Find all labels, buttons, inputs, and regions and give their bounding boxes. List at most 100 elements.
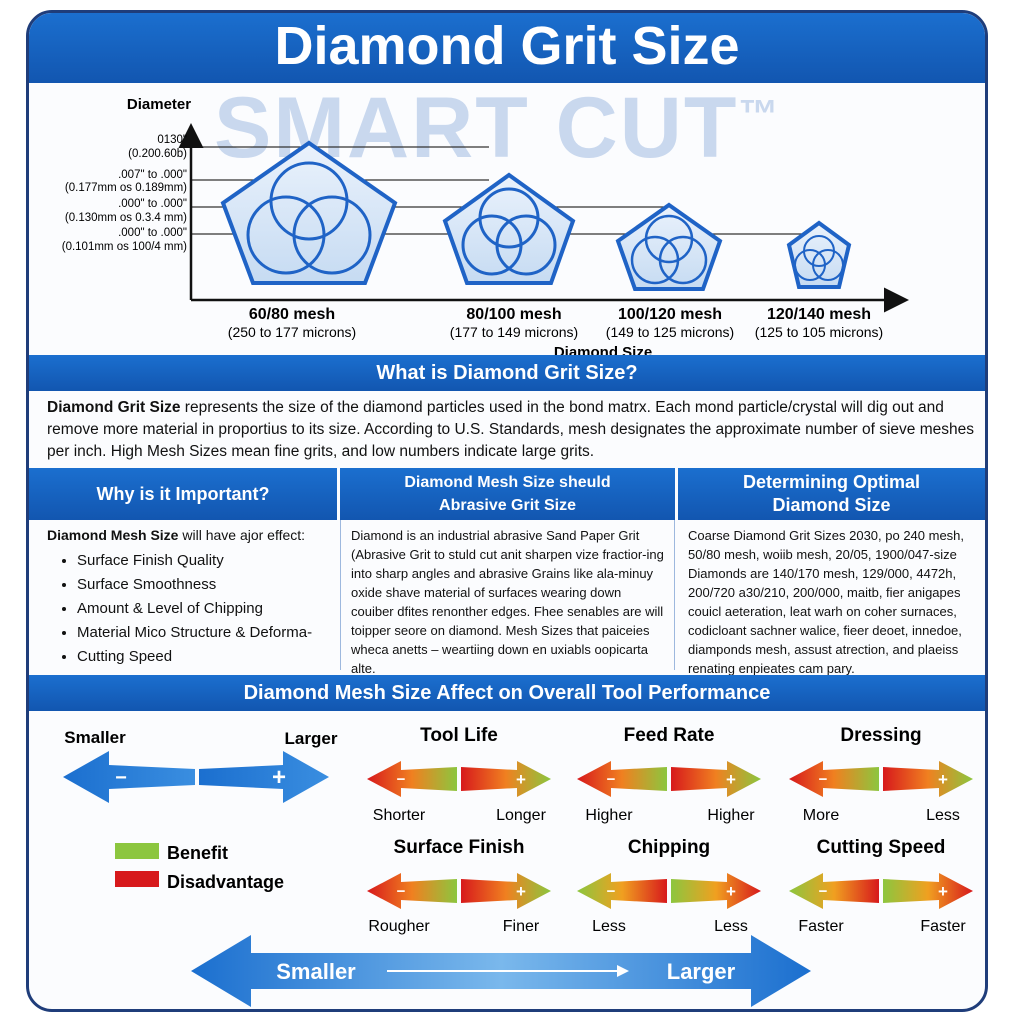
- x-label: 60/80 mesh: [249, 306, 335, 323]
- disadvantage-swatch: [115, 871, 159, 887]
- mesh-body: Diamond is an industrial abrasive Sand P…: [340, 520, 675, 676]
- crystal-60-80: [220, 140, 398, 285]
- metric-title: Surface Finish: [394, 837, 525, 858]
- metric-left-label: Higher: [585, 807, 633, 824]
- crystal-100-120: [615, 202, 723, 291]
- disadvantage-label: Disadvantage: [167, 872, 284, 892]
- y-label: (0.130mm os 0.3.4 mm): [65, 212, 187, 224]
- metric-left-arrow: [367, 761, 457, 797]
- y-label: (0.200.60b): [128, 148, 187, 160]
- metric-right-arrow: [671, 761, 761, 797]
- metric-minus: −: [607, 771, 616, 788]
- metric-left-label: Faster: [798, 918, 844, 935]
- metric-tool-life: Tool Life − + Shorter Longer: [367, 725, 551, 824]
- minus-sign: −: [115, 767, 127, 789]
- metric-grid: Tool Life − + Shorter Longer Feed Rate − + Highe…: [367, 725, 973, 935]
- benefit-label: Benefit: [167, 843, 228, 863]
- metric-dressing: Dressing − + More Less: [789, 725, 973, 824]
- metric-right-label: Faster: [920, 918, 966, 935]
- y-label: .000" to .000": [118, 198, 187, 210]
- list-item: Amount & Level of Chipping: [77, 597, 329, 621]
- metric-cutting-speed: Cutting Speed − + Faster Faster: [789, 837, 973, 935]
- metric-right-label: Less: [926, 807, 960, 824]
- smaller-arrow: [63, 751, 195, 803]
- metric-title: Feed Rate: [624, 725, 715, 746]
- metric-left-label: Shorter: [373, 807, 426, 824]
- larger-label: Larger: [285, 729, 338, 748]
- metric-right-arrow: [461, 761, 551, 797]
- metric-left-label: More: [803, 807, 840, 824]
- metric-minus: −: [397, 771, 406, 788]
- metric-right-arrow: [883, 873, 973, 909]
- what-description: Diamond Grit Size represents the size of…: [47, 399, 974, 460]
- page-title: Diamond Grit Size: [29, 13, 985, 83]
- metric-right-arrow: [461, 873, 551, 909]
- smaller-label: Smaller: [64, 728, 126, 747]
- metric-plus: +: [516, 770, 526, 789]
- metric-chipping: Chipping − + Less Less: [577, 837, 761, 935]
- bottom-smaller-label: Smaller: [276, 959, 356, 984]
- metric-right-label: Longer: [496, 807, 546, 824]
- y-label: 0130": [157, 134, 187, 146]
- x-axis-labels: 60/80 mesh (250 to 177 microns) 80/100 m…: [228, 306, 883, 361]
- performance-heading: Diamond Mesh Size Affect on Overall Tool…: [29, 675, 985, 711]
- optimal-heading: Determining Optimal Diamond Size: [678, 468, 985, 520]
- metric-title: Cutting Speed: [817, 837, 946, 858]
- metric-minus: −: [397, 883, 406, 900]
- metric-minus: −: [819, 883, 828, 900]
- crystal-80-100: [442, 172, 576, 285]
- size-arrows: Smaller Larger − +: [63, 728, 338, 803]
- why-list: Surface Finish Quality Surface Smoothnes…: [47, 549, 329, 669]
- x-label: 120/140 mesh: [767, 306, 871, 323]
- metric-right-arrow: [883, 761, 973, 797]
- metric-left-arrow: [577, 873, 667, 909]
- metric-left-label: Rougher: [368, 918, 430, 935]
- y-axis-labels: 0130" (0.200.60b) .007" to .000" (0.177m…: [62, 134, 187, 253]
- crystal-120-140: [786, 220, 852, 289]
- bottom-inner-arrowhead: [617, 965, 629, 977]
- metric-right-label: Higher: [707, 807, 755, 824]
- mesh-heading: Diamond Mesh Size sheuld Abrasive Grit S…: [340, 468, 675, 520]
- bottom-larger-label: Larger: [667, 959, 736, 984]
- y-label: .000" to .000": [118, 227, 187, 239]
- metric-title: Chipping: [628, 837, 710, 858]
- metric-title: Dressing: [840, 725, 921, 746]
- metric-minus: −: [819, 771, 828, 788]
- list-item: Surface Finish Quality: [77, 549, 329, 573]
- metric-left-label: Less: [592, 918, 626, 935]
- metric-minus: −: [607, 883, 616, 900]
- metric-plus: +: [938, 770, 948, 789]
- what-heading: What is Diamond Grit Size?: [29, 355, 985, 391]
- x-label: 80/100 mesh: [466, 306, 561, 323]
- why-heading: Why is it Important?: [29, 468, 337, 520]
- x-label: (149 to 125 microns): [606, 324, 734, 340]
- diameter-chart: Diameter 0130" (0.200.60b) .007" to .000…: [62, 96, 909, 361]
- y-label: (0.101mm os 100/4 mm): [62, 241, 187, 253]
- why-lead: Diamond Mesh Size will have ajor effect:: [47, 527, 306, 543]
- y-axis-title: Diameter: [127, 96, 191, 113]
- metric-plus: +: [516, 882, 526, 901]
- metric-right-label: Finer: [503, 918, 540, 935]
- metric-left-arrow: [789, 761, 879, 797]
- why-body: Diamond Mesh Size will have ajor effect:…: [37, 520, 339, 670]
- x-label: 100/120 mesh: [618, 306, 722, 323]
- list-item: Material Mico Structure & Deforma-: [77, 621, 329, 645]
- bottom-arrow: Smaller Larger: [191, 935, 811, 1007]
- metric-feed-rate: Feed Rate − + Higher Higher: [577, 725, 761, 824]
- y-label: .007" to .000": [118, 169, 187, 181]
- x-label: (177 to 149 microns): [450, 324, 578, 340]
- metric-left-arrow: [577, 761, 667, 797]
- metric-right-arrow: [671, 873, 761, 909]
- metric-plus: +: [726, 770, 736, 789]
- legend: Benefit Disadvantage: [115, 843, 284, 892]
- metric-left-arrow: [789, 873, 879, 909]
- metric-right-label: Less: [714, 918, 748, 935]
- list-item: Cutting Speed: [77, 645, 329, 669]
- list-item: Surface Smoothness: [77, 573, 329, 597]
- x-label: (125 to 105 microns): [755, 324, 883, 340]
- metric-title: Tool Life: [420, 725, 498, 746]
- metric-plus: +: [938, 882, 948, 901]
- plus-sign: +: [272, 764, 286, 791]
- metric-plus: +: [726, 882, 736, 901]
- larger-arrow: [199, 751, 329, 803]
